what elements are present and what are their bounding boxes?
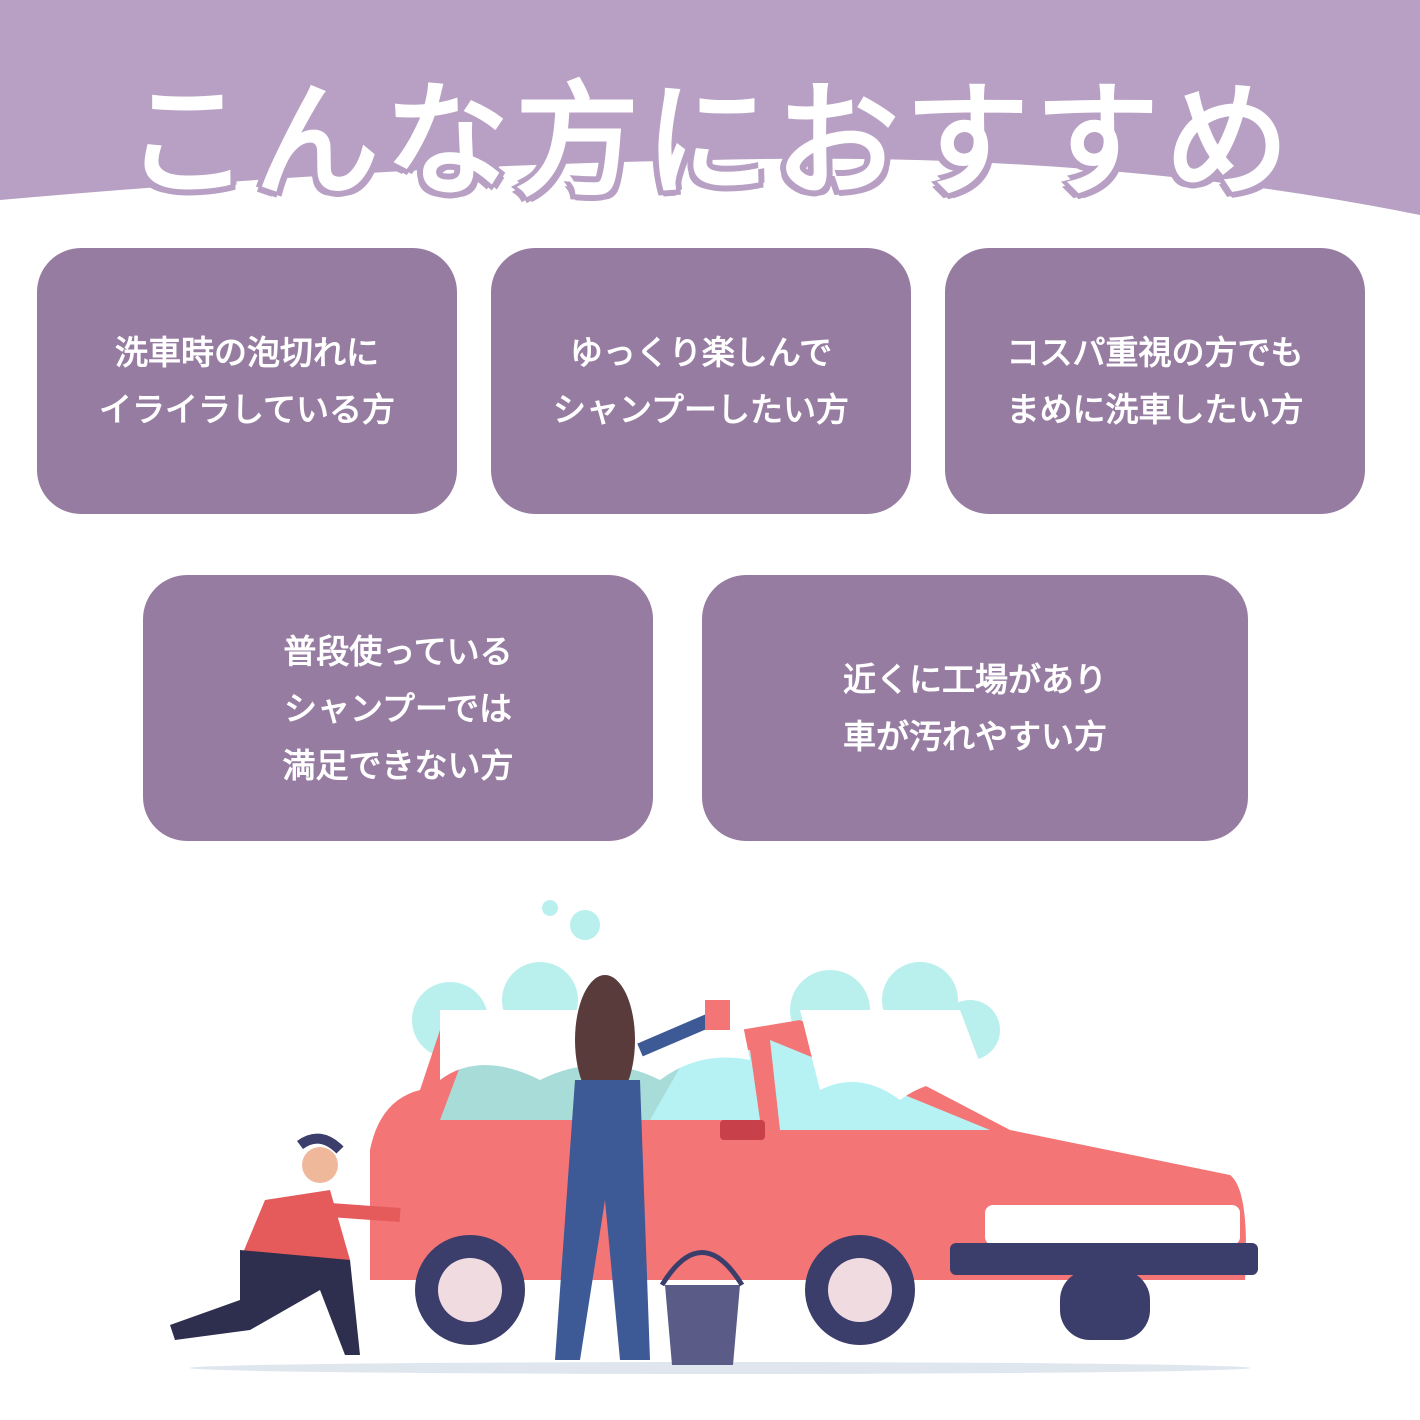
woman-figure: [555, 975, 730, 1360]
card-line: コスパ重視の方でも: [1006, 333, 1304, 372]
bucket-icon: [659, 1250, 745, 1365]
recommend-card-2: ゆっくり楽しんで シャンプーしたい方: [491, 248, 911, 514]
card-line: シャンプーでは: [283, 688, 513, 728]
card-line: まめに洗車したい方: [1006, 390, 1304, 429]
recommend-card-5: 近くに工場があり 車が汚れやすい方: [702, 575, 1248, 841]
card-line: 普段使っている: [283, 631, 513, 671]
page-title: こんな方におすすめ: [124, 70, 1295, 214]
header-banner: [0, 0, 1420, 215]
card-line: 車が汚れやすい方: [843, 717, 1107, 756]
recommend-card-1: 洗車時の泡切れに イライラしている方: [37, 248, 457, 514]
wheel-front: [415, 1235, 525, 1345]
card-line: 洗車時の泡切れに: [115, 333, 379, 372]
card-line: 近くに工場があり: [843, 660, 1107, 699]
car-wash-illustration: [170, 900, 1258, 1374]
man-figure: [170, 1133, 401, 1355]
recommend-card-4: 普段使っている シャンプーでは 満足できない方: [143, 575, 653, 841]
card-line: ゆっくり楽しんで: [569, 333, 833, 372]
wheel-rear: [805, 1235, 915, 1345]
recommend-card-3: コスパ重視の方でも まめに洗車したい方: [945, 248, 1365, 514]
card-line: シャンプーしたい方: [552, 390, 849, 429]
card-line: イライラしている方: [98, 390, 395, 429]
card-line: 満足できない方: [282, 745, 514, 785]
